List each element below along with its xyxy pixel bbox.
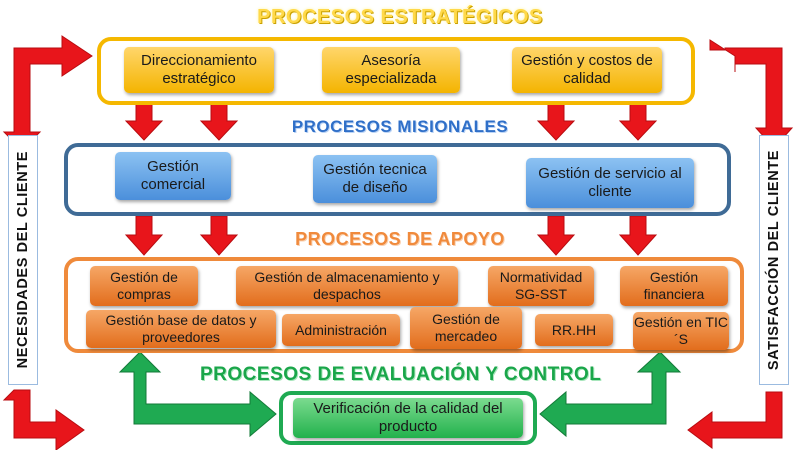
- frame-evaluacion: [279, 391, 537, 445]
- frame-misionales: [64, 143, 731, 216]
- box-rrhh[interactable]: RR.HH: [535, 314, 613, 346]
- box-gestion-almacenamiento-despachos[interactable]: Gestión de almacenamiento y despachos: [236, 266, 458, 306]
- box-administracion[interactable]: Administración: [282, 314, 400, 346]
- arrow-down-1: [124, 103, 164, 141]
- box-asesoria-especializada[interactable]: Asesoría especializada: [322, 47, 460, 93]
- box-gestion-comercial[interactable]: Gestión comercial: [115, 152, 231, 200]
- box-gestion-compras[interactable]: Gestión de compras: [90, 266, 198, 306]
- title-procesos-apoyo: PROCESOS DE APOYO: [295, 229, 505, 249]
- box-gestion-tics[interactable]: Gestión en TIC´S: [633, 312, 729, 350]
- box-verificacion-calidad-producto[interactable]: Verificación de la calidad del producto: [293, 398, 523, 438]
- box-direccionamiento-estrategico[interactable]: Direccionamiento estratégico: [124, 47, 274, 93]
- frame-estrategicos: [97, 37, 695, 105]
- title-procesos-misionales: PROCESOS MISIONALES: [291, 117, 509, 136]
- box-gestion-tecnica-diseno[interactable]: Gestión tecnica de diseño: [313, 155, 437, 203]
- arrow-down-4: [618, 103, 658, 141]
- box-gestion-financiera[interactable]: Gestión financiera: [620, 266, 728, 306]
- side-necesidades-cliente: NECESIDADES DEL CLIENTE: [8, 135, 38, 385]
- arrow-right-top: [709, 39, 794, 149]
- box-gestion-costos-calidad[interactable]: Gestión y costos de calidad: [512, 47, 662, 93]
- arrow-down-6: [199, 215, 239, 256]
- arrow-left-bottom: [2, 389, 85, 450]
- side-satisfaccion-cliente-label: SATISFACCIÓN DEL CLIENTE: [766, 149, 782, 371]
- title-procesos-estrategicos: PROCESOS ESTRATÉGICOS: [257, 6, 543, 28]
- arrow-left-top: [2, 35, 93, 151]
- arrow-down-5: [124, 215, 164, 256]
- arrow-down-2: [199, 103, 239, 141]
- arrow-down-7: [536, 215, 576, 256]
- box-gestion-mercadeo[interactable]: Gestión de mercadeo: [410, 307, 522, 349]
- arrow-down-8: [618, 215, 658, 256]
- frame-apoyo: [64, 257, 744, 353]
- arrow-down-3: [536, 103, 576, 141]
- box-gestion-servicio-cliente[interactable]: Gestión de servicio al cliente: [526, 158, 694, 208]
- box-gestion-base-datos-proveedores[interactable]: Gestión base de datos y proveedores: [86, 310, 276, 348]
- box-normatividad-sg-sst[interactable]: Normatividad SG-SST: [488, 266, 594, 306]
- side-necesidades-cliente-label: NECESIDADES DEL CLIENTE: [15, 151, 31, 369]
- arrow-right-bottom: [687, 391, 783, 449]
- title-procesos-evaluacion: PROCESOS DE EVALUACIÓN Y CONTROL: [200, 364, 602, 385]
- side-satisfaccion-cliente: SATISFACCIÓN DEL CLIENTE: [759, 135, 789, 385]
